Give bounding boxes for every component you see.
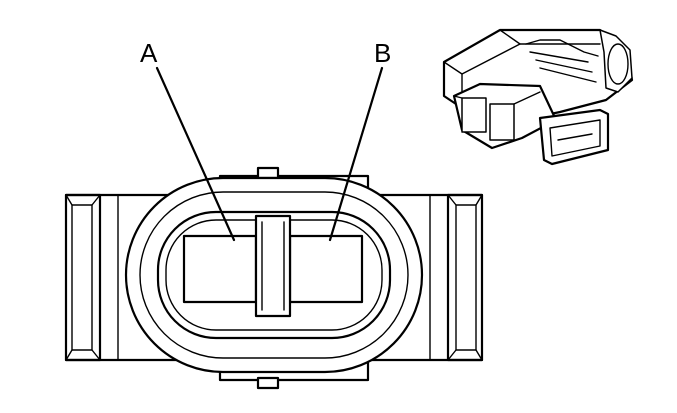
- top-latch-nub: [256, 166, 280, 180]
- callout-b-leader: [328, 66, 384, 242]
- seal-ring-inner: [139, 191, 409, 359]
- callout-a-label: A: [140, 38, 158, 68]
- connector-face-view-icon: [64, 166, 484, 390]
- center-divider: [254, 214, 292, 318]
- callout-a-leader: [155, 66, 236, 242]
- terminal-a: [182, 234, 258, 304]
- bottom-latch-nub: [256, 376, 280, 390]
- terminal-b: [288, 234, 364, 304]
- right-flange: [446, 193, 484, 362]
- callout-b-label: B: [374, 38, 391, 68]
- left-flange: [64, 193, 102, 362]
- connector-isometric-view-icon: [442, 28, 634, 166]
